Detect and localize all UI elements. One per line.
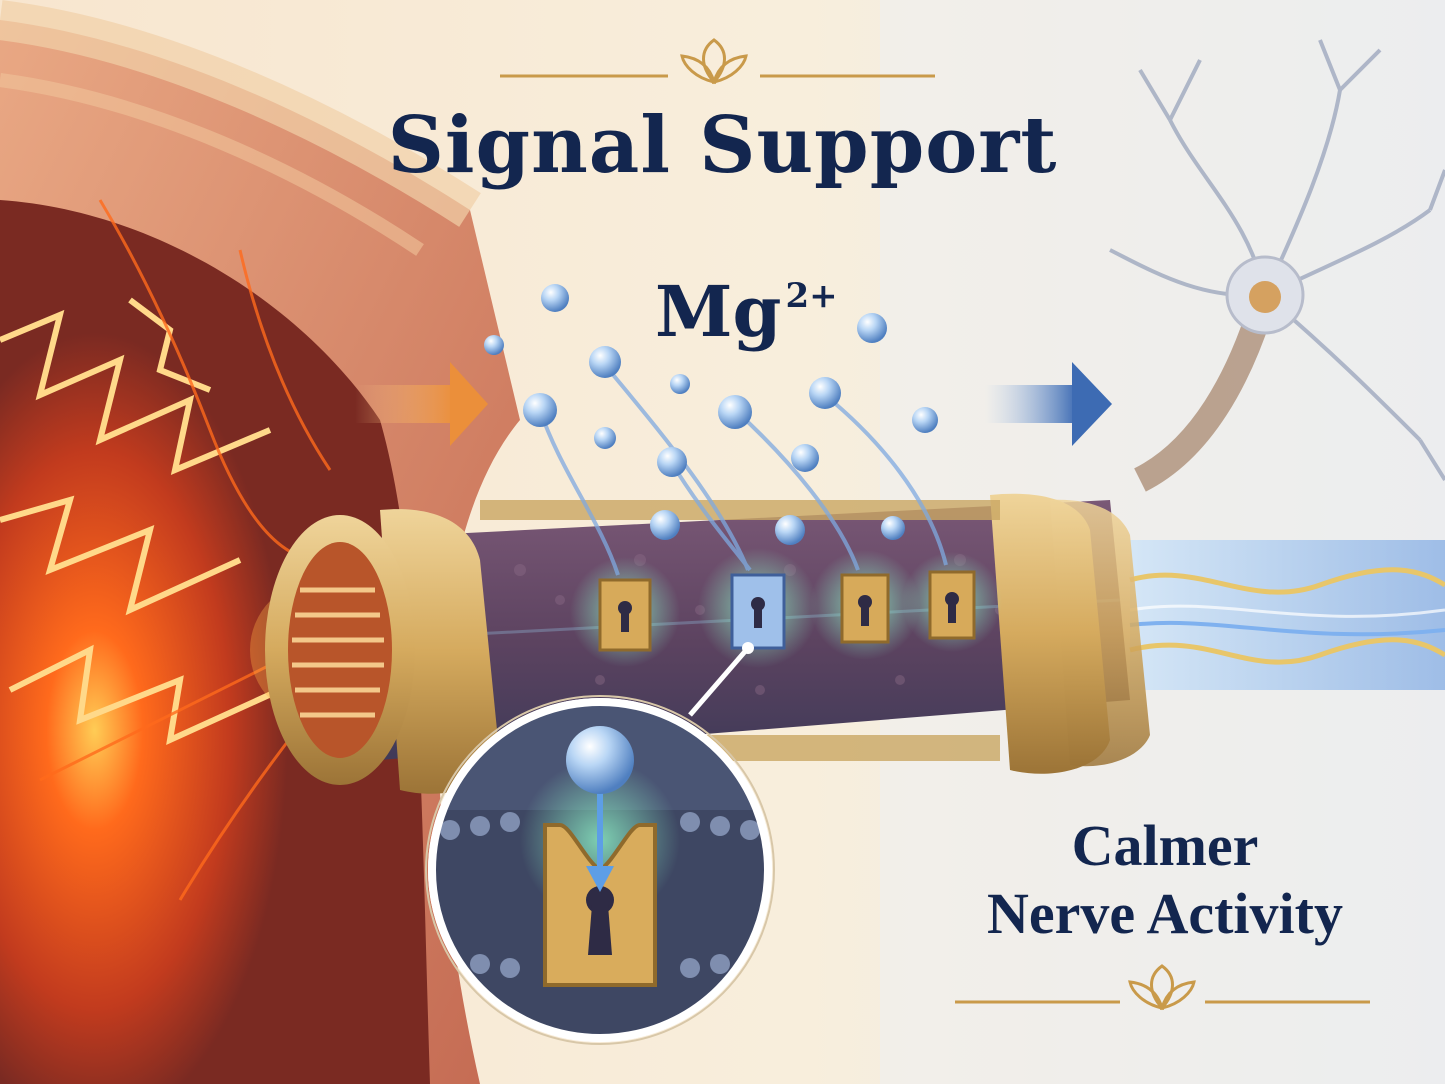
ion-charge: 2+ (785, 276, 838, 316)
lotus-ornament-icon (500, 38, 935, 85)
result-heading-line1: Calmer (1071, 813, 1259, 878)
page-title: Signal Support (387, 100, 1058, 191)
result-heading-line2: Nerve Activity (987, 881, 1343, 946)
keyhole-channel-icon (902, 552, 1002, 652)
arrow-right-icon (985, 362, 1112, 446)
channel-closeup-inset (425, 695, 775, 1045)
excited-tissue (0, 0, 520, 1084)
calm-signal-stream (1129, 540, 1445, 690)
keyhole-channel-icon (570, 557, 680, 667)
keyhole-channel-icon (698, 548, 818, 668)
ion-symbol: Mg (655, 270, 782, 353)
magnesium-ions (484, 284, 938, 545)
keyhole-channel-icon (810, 550, 920, 660)
ion-paths (538, 363, 948, 576)
arrow-right-icon (355, 362, 488, 446)
lotus-ornament-icon (955, 964, 1370, 1011)
lightning-icon (0, 297, 282, 746)
